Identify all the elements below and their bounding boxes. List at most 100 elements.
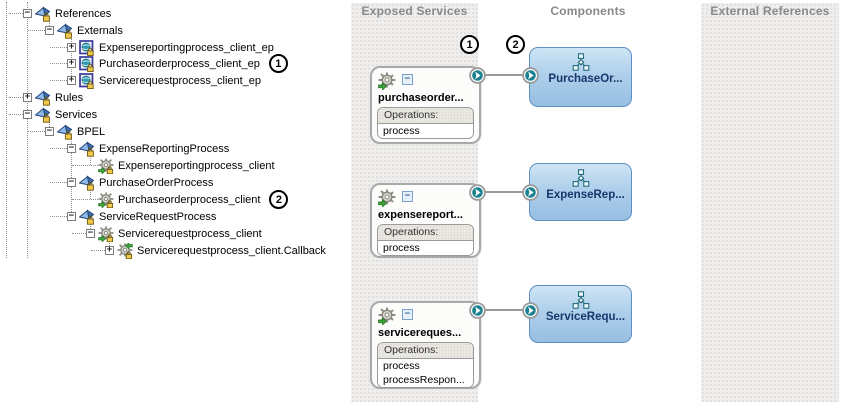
service-name: purchaseorder...	[378, 92, 464, 104]
external-references-header: External References	[710, 4, 830, 18]
operations-title: Operations:	[378, 108, 473, 124]
tree-guide-line	[90, 186, 91, 199]
tree-guide-line	[109, 237, 110, 250]
tree-node-purchaseorderprocess-client[interactable]: Purchaseorderprocess_client 2	[0, 190, 289, 209]
endpoint-lock-icon	[79, 56, 95, 72]
service-wire	[477, 309, 530, 311]
tree-guide-line	[71, 135, 72, 216]
tree-node-purchaseorderprocess[interactable]: − PurchaseOrderProcess	[0, 174, 213, 191]
collapse-toggle[interactable]: −	[67, 143, 76, 153]
callout-badge-2: 2	[506, 35, 525, 54]
service-wire	[477, 191, 530, 193]
tree-guide-line	[49, 17, 50, 30]
tree-guide-line	[90, 220, 91, 233]
service-endpoint-port[interactable]	[469, 184, 486, 201]
bpel-process-icon	[570, 53, 592, 71]
external-references-lane	[701, 3, 839, 402]
tree-node-servicerequestprocess-client[interactable]: − Servicerequestprocess_client	[0, 225, 262, 242]
exposed-service-purchaseorder[interactable]: − purchaseorder... Operations: process	[370, 66, 481, 144]
collapse-toggle[interactable]: −	[45, 25, 54, 35]
expand-toggle[interactable]: +	[105, 245, 114, 255]
tree-guide-line	[90, 152, 91, 165]
callout-badge-1: 1	[460, 35, 479, 54]
component-inbound-port[interactable]	[522, 184, 539, 201]
service-name: servicereques...	[378, 327, 462, 339]
collapse-toggle[interactable]: −	[86, 228, 95, 238]
tree-node-externals[interactable]: − Externals	[0, 22, 123, 39]
tree-node-servicerequestprocess[interactable]: − ServiceRequestProcess	[0, 208, 216, 225]
tree-node-purchaseorderprocess-client-ep[interactable]: + Purchaseorderprocess_client_ep 1	[0, 54, 288, 73]
component-name: ServiceRequ...	[545, 311, 626, 323]
composite-lock-icon	[79, 209, 95, 225]
collapse-toggle[interactable]: −	[23, 109, 32, 119]
tree-guide-line	[6, 2, 7, 258]
composite-lock-icon	[79, 175, 95, 191]
collapse-operations-button[interactable]: −	[402, 74, 413, 85]
service-gear-lock-icon	[98, 226, 114, 242]
component-inbound-port[interactable]	[522, 302, 539, 319]
service-name: expensereport...	[378, 209, 463, 221]
operations-box: Operations: process	[377, 107, 474, 139]
collapse-toggle[interactable]: −	[67, 177, 76, 187]
service-gear-icon	[378, 72, 396, 90]
tree-guide-line	[71, 34, 72, 80]
component-name: PurchaseOr...	[548, 73, 623, 85]
service-gear-icon	[378, 307, 396, 325]
tree-guide-line	[27, 2, 28, 258]
composite-lock-icon	[35, 6, 51, 22]
operation-item[interactable]: process	[378, 124, 473, 138]
component-inbound-port[interactable]	[522, 67, 539, 84]
structure-tree-panel: − References − Externals + Expensereport…	[0, 0, 348, 405]
bpel-process-icon	[570, 291, 592, 309]
tree-node-servicerequestprocess-client-ep[interactable]: + Servicerequestprocess_client_ep	[0, 72, 261, 89]
operations-box: Operations: process processRespon...	[377, 342, 474, 388]
tree-node-services[interactable]: − Services	[0, 106, 97, 123]
expand-toggle[interactable]: +	[23, 92, 32, 102]
collapse-operations-button[interactable]: −	[402, 191, 413, 202]
service-wire	[477, 74, 530, 76]
callout-badge-2: 2	[269, 190, 289, 209]
component-purchaseorderprocess[interactable]: PurchaseOr...	[529, 47, 632, 107]
tree-node-expensereportingprocess[interactable]: − ExpenseReportingProcess	[0, 140, 229, 157]
component-name: ExpenseRep...	[546, 189, 625, 201]
operations-box: Operations: process	[377, 224, 474, 256]
operations-title: Operations:	[378, 343, 473, 359]
collapse-operations-button[interactable]: −	[402, 309, 413, 320]
endpoint-lock-icon	[79, 40, 95, 56]
bpel-process-icon	[570, 169, 592, 187]
service-endpoint-port[interactable]	[469, 302, 486, 319]
service-gear-lock-icon	[98, 158, 114, 174]
composite-lock-icon	[57, 23, 73, 39]
expand-toggle[interactable]: +	[67, 75, 76, 85]
operations-title: Operations:	[378, 225, 473, 241]
composite-lock-icon	[57, 124, 73, 140]
callout-badge-1: 1	[268, 54, 288, 73]
operation-item[interactable]: process	[378, 241, 473, 255]
tree-node-references[interactable]: − References	[0, 5, 111, 22]
tree-node-rules[interactable]: + Rules	[0, 89, 83, 106]
service-gear-icon	[378, 189, 396, 207]
component-expensereportingprocess[interactable]: ExpenseRep...	[529, 163, 632, 221]
service-gear-lock-icon	[98, 192, 114, 208]
collapse-toggle[interactable]: −	[67, 211, 76, 221]
exposed-service-expensereporting[interactable]: − expensereport... Operations: process	[370, 183, 481, 258]
tree-node-servicerequestprocess-client-callback[interactable]: + Servicerequestprocess_client.Callback	[0, 242, 326, 259]
expand-toggle[interactable]: +	[67, 58, 76, 68]
expand-toggle[interactable]: +	[67, 42, 76, 52]
components-header: Components	[550, 4, 626, 18]
exposed-services-header: Exposed Services	[361, 4, 468, 18]
service-endpoint-port[interactable]	[469, 67, 486, 84]
operation-item[interactable]: processRespon...	[378, 373, 473, 387]
operation-item[interactable]: process	[378, 359, 473, 373]
collapse-toggle[interactable]: −	[23, 8, 32, 18]
exposed-service-servicerequest[interactable]: − servicereques... Operations: process p…	[370, 301, 481, 389]
tree-node-expensereportingprocess-client[interactable]: Expensereportingprocess_client	[0, 157, 275, 174]
composite-canvas: Exposed Services Components External Ref…	[348, 0, 841, 405]
component-servicerequestprocess[interactable]: ServiceRequ...	[529, 285, 632, 343]
composite-lock-icon	[79, 141, 95, 157]
tree-guide-line	[49, 118, 50, 131]
tree-node-expensereportingprocess-client-ep[interactable]: + Expensereportingprocess_client_ep	[0, 39, 274, 56]
tree-node-bpel[interactable]: − BPEL	[0, 123, 105, 140]
collapse-toggle[interactable]: −	[45, 126, 54, 136]
